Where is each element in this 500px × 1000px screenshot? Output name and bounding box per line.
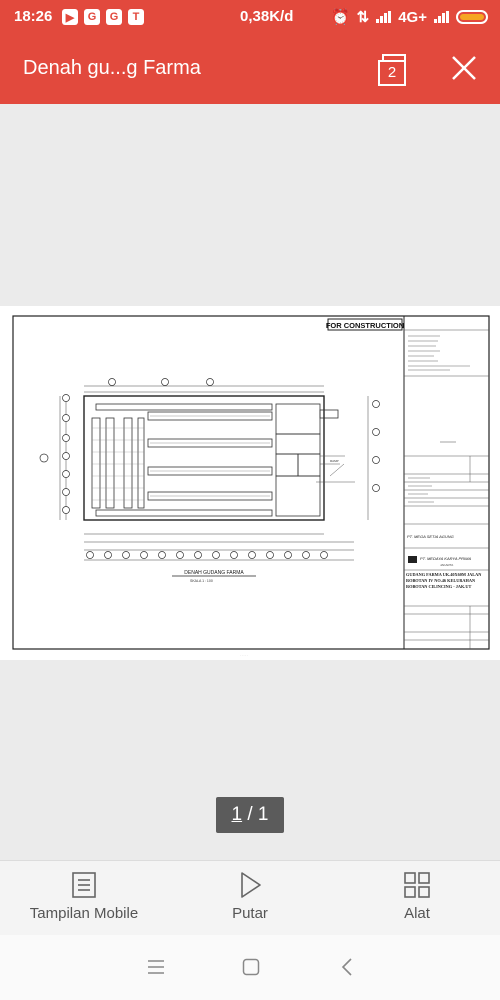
page-separator: / bbox=[247, 804, 253, 825]
total-pages: 1 bbox=[257, 804, 269, 825]
contractor-city: JAKARTA bbox=[440, 563, 453, 567]
youtube-icon: ▶ bbox=[62, 9, 78, 25]
system-navigation-bar bbox=[0, 935, 500, 1000]
plan-scale: SKALA 1 : 100 bbox=[190, 579, 213, 583]
page-indicator: 1 / 1 bbox=[216, 797, 284, 833]
tokopedia-icon: T bbox=[128, 9, 144, 25]
mobile-view-icon bbox=[72, 872, 96, 898]
menu-icon[interactable] bbox=[147, 959, 165, 975]
tools-label: Alat bbox=[404, 905, 430, 922]
svg-text:RAMP: RAMP bbox=[330, 459, 339, 463]
mobile-view-button[interactable]: Tampilan Mobile bbox=[28, 871, 140, 922]
home-icon[interactable] bbox=[242, 958, 260, 976]
play-label: Putar bbox=[232, 905, 268, 922]
document-page[interactable]: FOR CONSTRUCTION bbox=[0, 306, 500, 660]
contractor-name: PT. MEDAYA KARYA PRIMA bbox=[420, 556, 471, 561]
alarm-icon: ⏰ bbox=[330, 9, 350, 26]
app-bar: Denah gu...g Farma 2 bbox=[0, 34, 500, 104]
notification-icons: ▶ G G T bbox=[62, 9, 144, 25]
bottom-toolbar: Tampilan Mobile Putar Alat bbox=[0, 860, 500, 936]
plan-title: DENAH GUDANG FARMA bbox=[184, 570, 244, 576]
google-icon: G bbox=[84, 9, 100, 25]
status-right: ⏰ ⇅ 4G+ bbox=[331, 8, 488, 26]
mobile-view-label: Tampilan Mobile bbox=[29, 905, 139, 922]
owner-company: PT. MEGA SETIA AGUNG bbox=[407, 534, 454, 539]
google-icon: G bbox=[106, 9, 122, 25]
tools-button[interactable]: Alat bbox=[392, 871, 442, 922]
play-button[interactable]: Putar bbox=[222, 871, 278, 922]
close-icon[interactable] bbox=[450, 54, 478, 82]
network-speed: 0,38K/d bbox=[240, 8, 294, 25]
project-name: GUDANG FARMA UK.40X60M JALAN ROBOTAN IV … bbox=[406, 572, 482, 589]
for-construction-stamp: FOR CONSTRUCTION bbox=[326, 321, 404, 330]
signal-icon bbox=[376, 11, 392, 23]
svg-text:· · · · ·: · · · · · bbox=[240, 653, 248, 657]
grid-icon bbox=[404, 872, 430, 898]
network-type: 4G+ bbox=[398, 8, 427, 26]
document-title: Denah gu...g Farma bbox=[23, 57, 201, 79]
status-bar: 18:26 ▶ G G T 0,38K/d ⏰ ⇅ 4G+ bbox=[0, 0, 500, 34]
current-page: 1 bbox=[231, 804, 243, 825]
project-block: GUDANG FARMA UK.40X60M JALAN ROBOTAN IV … bbox=[406, 572, 482, 589]
floor-plan-drawing: FOR CONSTRUCTION bbox=[12, 315, 490, 657]
tabs-button[interactable]: 2 bbox=[378, 54, 412, 86]
tabs-count: 2 bbox=[378, 60, 406, 86]
data-transfer-icon: ⇅ bbox=[356, 9, 370, 26]
signal-icon-2 bbox=[434, 11, 449, 23]
status-time: 18:26 bbox=[14, 8, 53, 25]
back-icon[interactable] bbox=[340, 957, 354, 977]
play-icon bbox=[241, 872, 261, 898]
battery-icon bbox=[456, 10, 488, 24]
